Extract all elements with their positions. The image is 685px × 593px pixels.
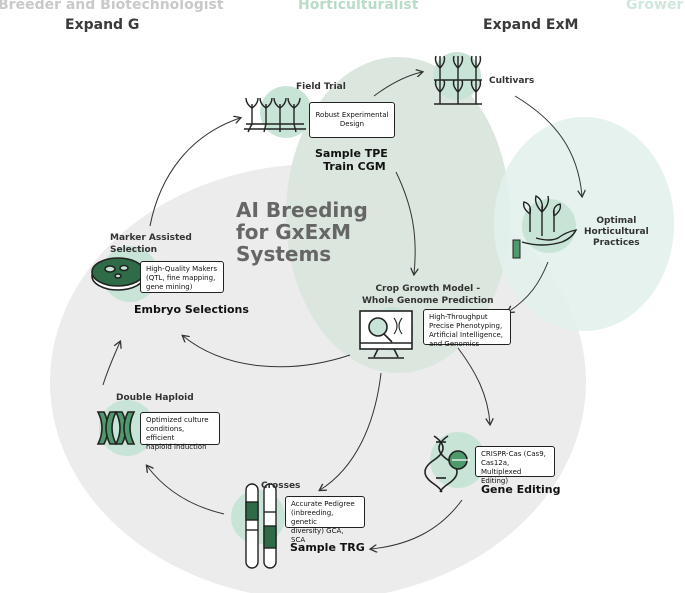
marker-box-line: High-Quality Makers <box>146 265 218 273</box>
role-horticulturalist-header: Horticulturalist <box>298 0 419 13</box>
practices-circle <box>522 199 576 253</box>
monitor-magnifier-icon <box>359 310 413 359</box>
gene-editing-box-line: Editing) <box>481 477 509 485</box>
gene-editing-title: Gene Editing <box>481 483 561 496</box>
arrow-cgm-to-crosses <box>320 372 382 490</box>
double-haploid-box-line: Optimized culture <box>146 416 209 424</box>
gene-editing-box-line: CRISPR-Cas (Cas9, <box>481 450 546 458</box>
cgm-title-line: Whole Genome Prediction <box>362 296 494 306</box>
marker-box: High-Quality Makers (QTL, fine mapping, … <box>140 261 224 293</box>
center-title: AI Breeding for GxExM Systems <box>236 199 368 265</box>
marker-label: Marker Assisted Selection <box>110 232 192 256</box>
x-chromosome-icon <box>96 411 136 445</box>
marker-label-line: Selection <box>110 245 158 255</box>
field-trial-box-text: Robust Experimental Design <box>315 111 389 128</box>
chromosome-pair-icon <box>245 483 277 569</box>
arrow-trial-to-cgm <box>395 171 415 274</box>
double-haploid-box: Optimized culture conditions, efficient … <box>140 412 220 451</box>
center-title-line: Systems <box>236 242 332 266</box>
center-title-line: AI Breeding <box>236 198 368 222</box>
hand-plant-icon <box>521 194 578 246</box>
double-haploid-box-line: haploid induction <box>146 443 207 451</box>
arrow-crosses-to-double-haploid <box>147 466 225 515</box>
arrow-marker-to-field <box>149 118 240 227</box>
grower-blob <box>494 117 674 331</box>
cgm-title-line: Crop Growth Model - <box>375 284 481 294</box>
crosses-title: Sample TRG <box>290 541 365 554</box>
dna-scissors-icon <box>424 435 470 493</box>
crosses-label: Crosses <box>261 481 301 491</box>
gene-editing-box-line: Cas12a, Multiplexed <box>481 459 522 476</box>
marker-label-line: Marker Assisted <box>110 233 192 243</box>
marker-box-line: gene mining) <box>146 283 193 291</box>
practices-label-line: Horticultural <box>584 227 649 237</box>
arrow-cgm-to-embryo <box>183 336 351 368</box>
field-rows-icon <box>244 97 306 133</box>
practices-label-line: Practices <box>593 238 640 248</box>
arrow-double-haploid-to-embryo <box>102 342 120 386</box>
crosses-box-line: Accurate Pedigree <box>291 500 355 508</box>
arrow-gene-editing-to-trg <box>371 499 463 549</box>
expand-exm-header: Expand ExM <box>483 17 579 33</box>
marker-box-line: (QTL, fine mapping, <box>146 274 216 282</box>
field-trial-title: Sample TPE Train CGM <box>315 147 388 173</box>
cgm-box-line: Artificial Intelligence, <box>429 331 503 339</box>
gene-editing-box: CRISPR-Cas (Cas9, Cas12a, Multiplexed Ed… <box>475 446 555 485</box>
marker-title: Embryo Selections <box>134 303 249 316</box>
double-haploid-label: Double Haploid <box>116 393 194 403</box>
field-trial-title-line: Sample TPE <box>315 147 388 160</box>
cgm-title: Crop Growth Model - Whole Genome Predict… <box>362 283 494 307</box>
expand-g-header: Expand G <box>65 17 140 33</box>
cgm-box-line: Precise Phenotyping, <box>429 322 503 330</box>
seedling-grid-icon <box>434 55 482 105</box>
field-trial-title-line: Train CGM <box>323 160 386 173</box>
center-title-line: for GxExM <box>236 220 352 244</box>
arrow-cgm-to-gene-editing <box>457 347 490 424</box>
field-trial-label: Field Trial <box>296 82 346 92</box>
practices-label: Optimal Horticultural Practices <box>584 216 649 249</box>
double-haploid-box-line: conditions, efficient <box>146 425 185 442</box>
cultivars-label: Cultivars <box>489 76 535 86</box>
crosses-box: Accurate Pedigree (inbreeding, genetic d… <box>285 496 365 544</box>
field-trial-box: Robust Experimental Design <box>309 102 395 138</box>
role-breeder-header: Breeder and Biotechnologist <box>0 0 224 13</box>
field-trial-circle <box>260 86 312 138</box>
arrow-field-to-cultivars <box>373 72 422 97</box>
role-grower-header: Grower <box>626 0 684 13</box>
cgm-box-line: High-Throughput <box>429 313 488 321</box>
petri-dish-icon <box>91 257 145 291</box>
cgm-box-line: and Genomics <box>429 340 480 348</box>
arrow-practices-to-cgm <box>508 261 549 312</box>
practices-label-line: Optimal <box>596 216 637 226</box>
crosses-box-line: diversity) GCA, SCA <box>291 527 344 544</box>
cgm-box: High-Throughput Precise Phenotyping, Art… <box>423 309 511 348</box>
cultivars-circle <box>433 52 481 100</box>
arrow-cultivars-to-practices <box>514 95 582 196</box>
hand-cuff <box>512 239 521 259</box>
crosses-box-line: (inbreeding, genetic <box>291 509 334 526</box>
